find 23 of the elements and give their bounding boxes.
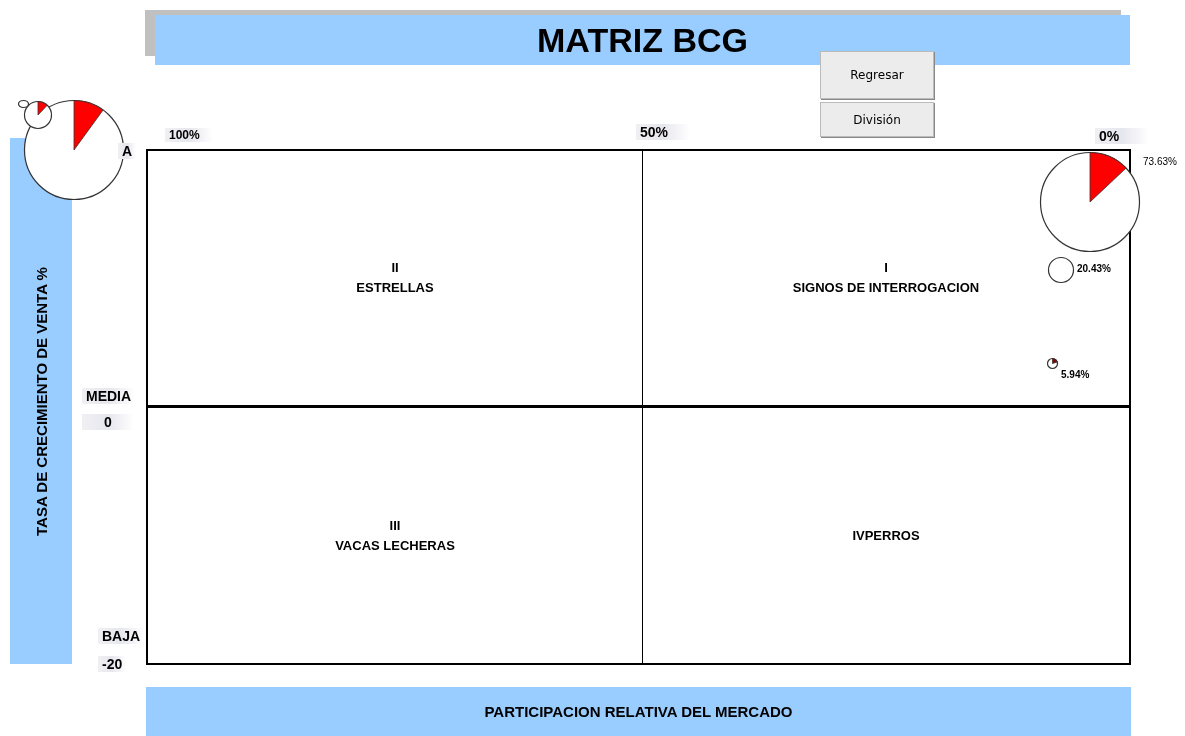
percentage-label: 20.43% [1077,263,1111,274]
percentage-label: 73.63% [1143,156,1177,167]
button: División [820,102,934,137]
quadrant-title: VACAS LECHERAS [335,536,455,555]
quadrant-title: IVPERROS [852,526,920,545]
percentage-label: 5.94% [1061,369,1090,380]
quadrant-cell [146,406,643,665]
quadrant-title: SIGNOS DE INTERROGACION [792,279,980,297]
axis-title-band: TASA DE CRECIMIENTO DE VENTA % [10,138,72,664]
title-banner: MATRIZ BCG [155,15,1130,65]
button: Regresar [820,51,934,99]
quadrant-number: II [391,259,399,277]
quadrant-number: I [884,259,888,277]
axis-value: 0 [82,414,134,430]
axis-title-band: PARTICIPACION RELATIVA DEL MERCADO [146,687,1131,736]
axis-label: A [118,143,137,159]
axis-value: -20 [98,656,127,672]
quadrant-cell [146,149,643,407]
quadrant-cell [642,406,1131,665]
quadrant-title: ESTRELLAS [356,279,434,297]
quadrant-number: III [389,516,401,535]
percent-tick: 100% [165,128,213,142]
percent-tick: 50% [636,124,690,140]
